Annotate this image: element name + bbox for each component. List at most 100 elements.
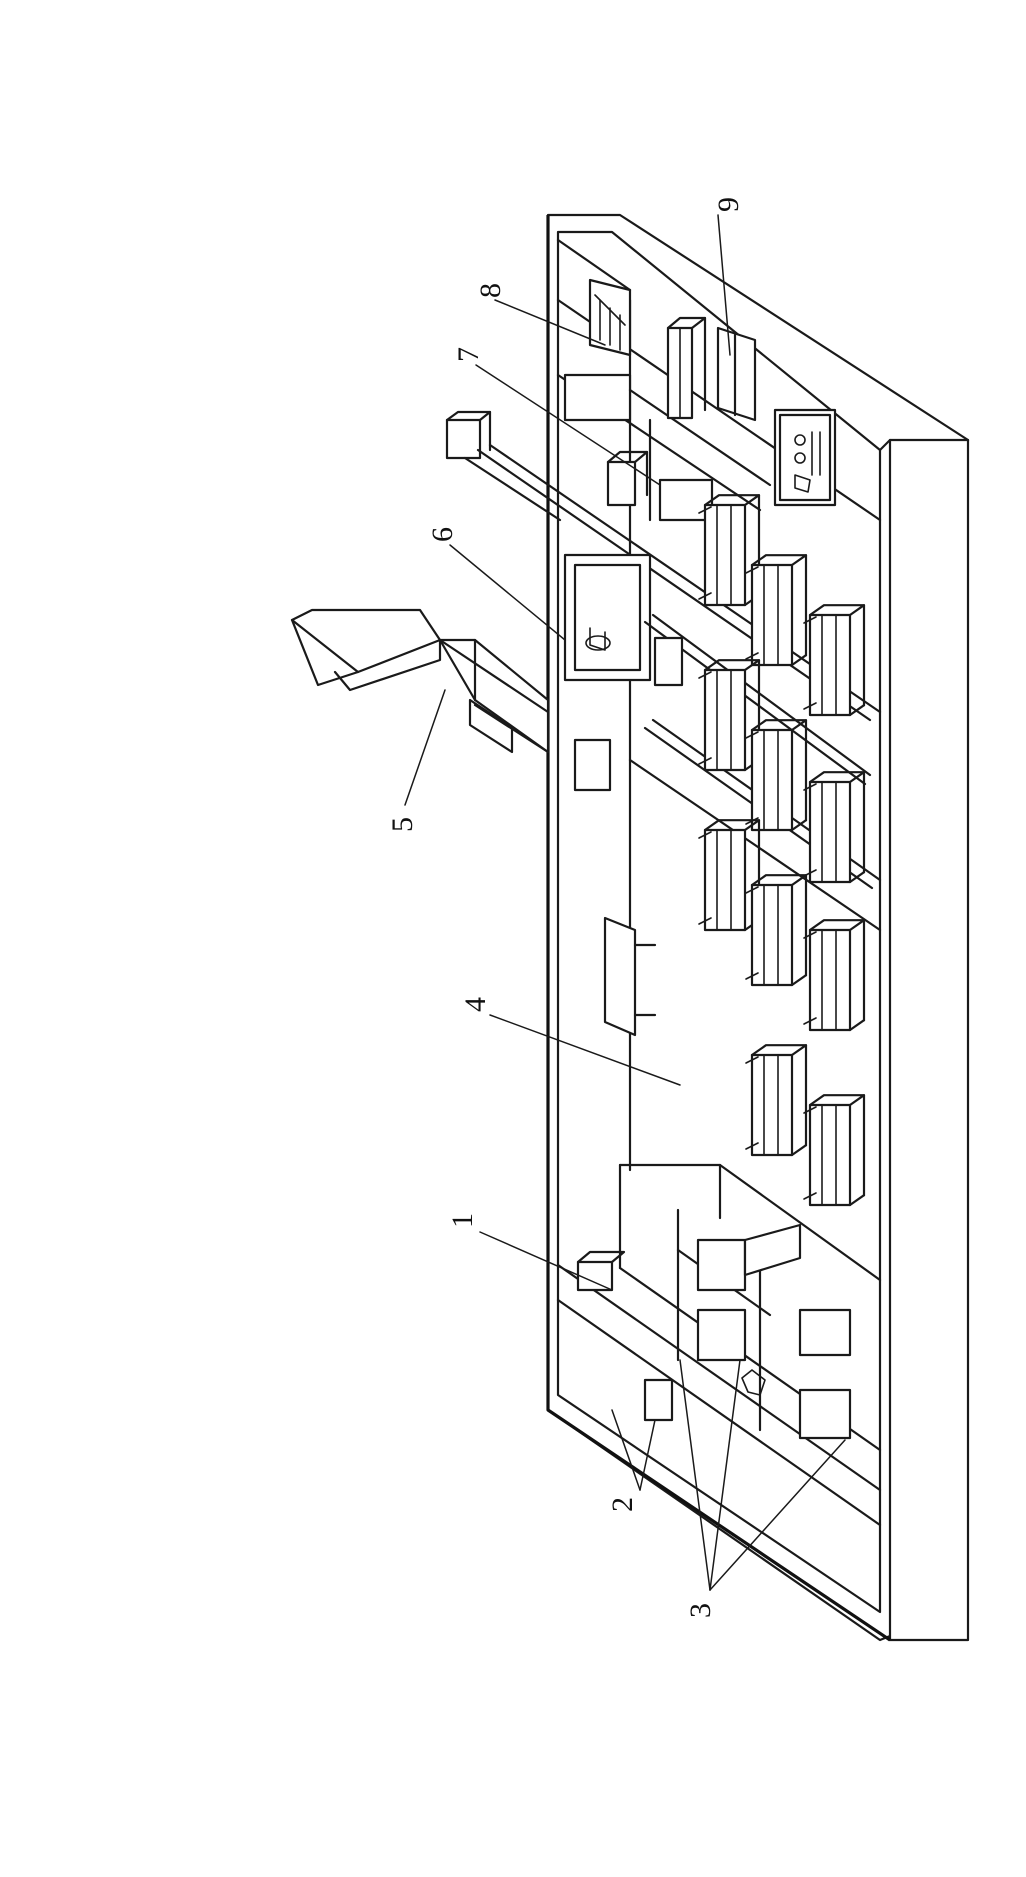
rack-10-part-1 (750, 1053, 794, 1157)
rack-9-part-8 (803, 1017, 817, 1025)
rack-9-part-2 (808, 919, 866, 932)
room-3-door-a (696, 1238, 747, 1292)
area-8-stairs (588, 278, 632, 357)
rack-7-part-7 (698, 831, 712, 839)
rack-3-part-4 (848, 704, 866, 717)
rack-7 (698, 819, 761, 932)
rack-9-part-1 (808, 928, 852, 1032)
rack-1-part-8 (698, 592, 712, 600)
rack-6 (803, 771, 866, 884)
room-3-door-b (696, 1308, 747, 1362)
room-7-cube (606, 460, 637, 507)
duct-to-wall-1 (438, 638, 550, 714)
rack-4-part-7 (698, 671, 712, 679)
rack-1-part-1 (703, 503, 747, 607)
rack-8-part-1 (750, 883, 794, 987)
feeder-pipe-c (463, 456, 562, 522)
leader-2b (639, 1419, 656, 1491)
pump-icon (585, 635, 611, 651)
callout-9: 9 (712, 197, 745, 212)
hall-racks (698, 494, 866, 1207)
leader-7 (475, 364, 661, 486)
lower-room-wall-5 (556, 1298, 882, 1527)
leader-5 (404, 689, 446, 806)
room-6-inner (573, 563, 642, 672)
duct-inner (333, 638, 442, 692)
rack-10 (745, 1044, 808, 1157)
leader-8 (494, 299, 606, 346)
leader-9 (717, 214, 731, 356)
room-1-top (576, 1250, 626, 1264)
back-wall-boxes (573, 636, 684, 1037)
callout-5: 5 (386, 817, 419, 832)
rack-5 (745, 719, 808, 832)
rack-3-part-7 (803, 616, 817, 624)
upper-rooms (563, 373, 772, 522)
rack-2-part-8 (745, 652, 759, 660)
rack-7-part-8 (698, 917, 712, 925)
leader-lines (404, 214, 846, 1591)
table-top (603, 916, 637, 1037)
room-6 (563, 553, 652, 682)
cabinet-9 (716, 326, 757, 422)
rack-3-part-1 (808, 613, 852, 717)
rack-1-part-7 (698, 506, 712, 514)
leader-6 (449, 544, 566, 641)
rack-4-part-8 (698, 757, 712, 765)
room-2-door (643, 1378, 674, 1422)
shelf-9-a-top (666, 316, 707, 330)
leader-3b (709, 1359, 741, 1591)
rack-9 (803, 919, 866, 1032)
box-center-1 (573, 738, 612, 792)
rack-5-part-7 (745, 731, 759, 739)
rack-2-part-1 (750, 563, 794, 667)
platform-front-face (888, 438, 970, 1642)
control-panel-bevel (778, 413, 832, 502)
rack-9-part-7 (803, 931, 817, 939)
control-panel (773, 408, 837, 507)
counter-lower (743, 1223, 802, 1277)
feeder-pipe-a (476, 448, 872, 722)
hall-divider (628, 758, 882, 932)
callout-7: 7 (452, 347, 485, 362)
control-knob-2-icon (794, 452, 806, 464)
leader-3a (679, 1359, 711, 1591)
rack-10-part-7 (745, 1056, 759, 1064)
callout-8: 8 (474, 283, 507, 298)
rack-10-part-8 (745, 1142, 759, 1150)
callout-4: 4 (459, 997, 492, 1012)
rack-4 (698, 659, 761, 772)
platform-outline (546, 215, 891, 1642)
duct-shaft (438, 638, 550, 754)
callout-6: 6 (426, 527, 459, 542)
rack-11-part-7 (803, 1106, 817, 1114)
area-9-shelving (666, 316, 757, 422)
rack-3-part-2 (808, 604, 866, 617)
pump-body (589, 627, 606, 651)
rack-4-part-2 (703, 659, 761, 672)
control-gauge-icon (794, 474, 811, 493)
feeder-box (445, 418, 482, 460)
rack-6-part-4 (848, 871, 866, 884)
rack-11-part-8 (803, 1192, 817, 1200)
rack-7-part-2 (703, 819, 761, 832)
duct-to-wall-2 (473, 703, 550, 754)
leader-3c (709, 1439, 846, 1591)
rack-10-part-2 (750, 1044, 808, 1057)
rack-8 (745, 874, 808, 987)
rack-2 (745, 554, 808, 667)
area-6-feeder (445, 410, 882, 722)
rack-8-part-7 (745, 886, 759, 894)
rack-5-part-2 (750, 719, 808, 732)
rack-2-part-4 (790, 654, 808, 667)
rail-a-top (651, 613, 872, 777)
callout-2: 2 (606, 1497, 639, 1512)
room-divider-a (628, 388, 772, 487)
rack-5-part-4 (790, 819, 808, 832)
sink-icon (741, 1369, 766, 1396)
room-partition-a (563, 373, 632, 422)
platform-inner-rim (556, 230, 882, 1614)
rack-8-part-8 (745, 972, 759, 980)
rack-9-part-4 (848, 1019, 866, 1032)
rack-11-part-4 (848, 1194, 866, 1207)
